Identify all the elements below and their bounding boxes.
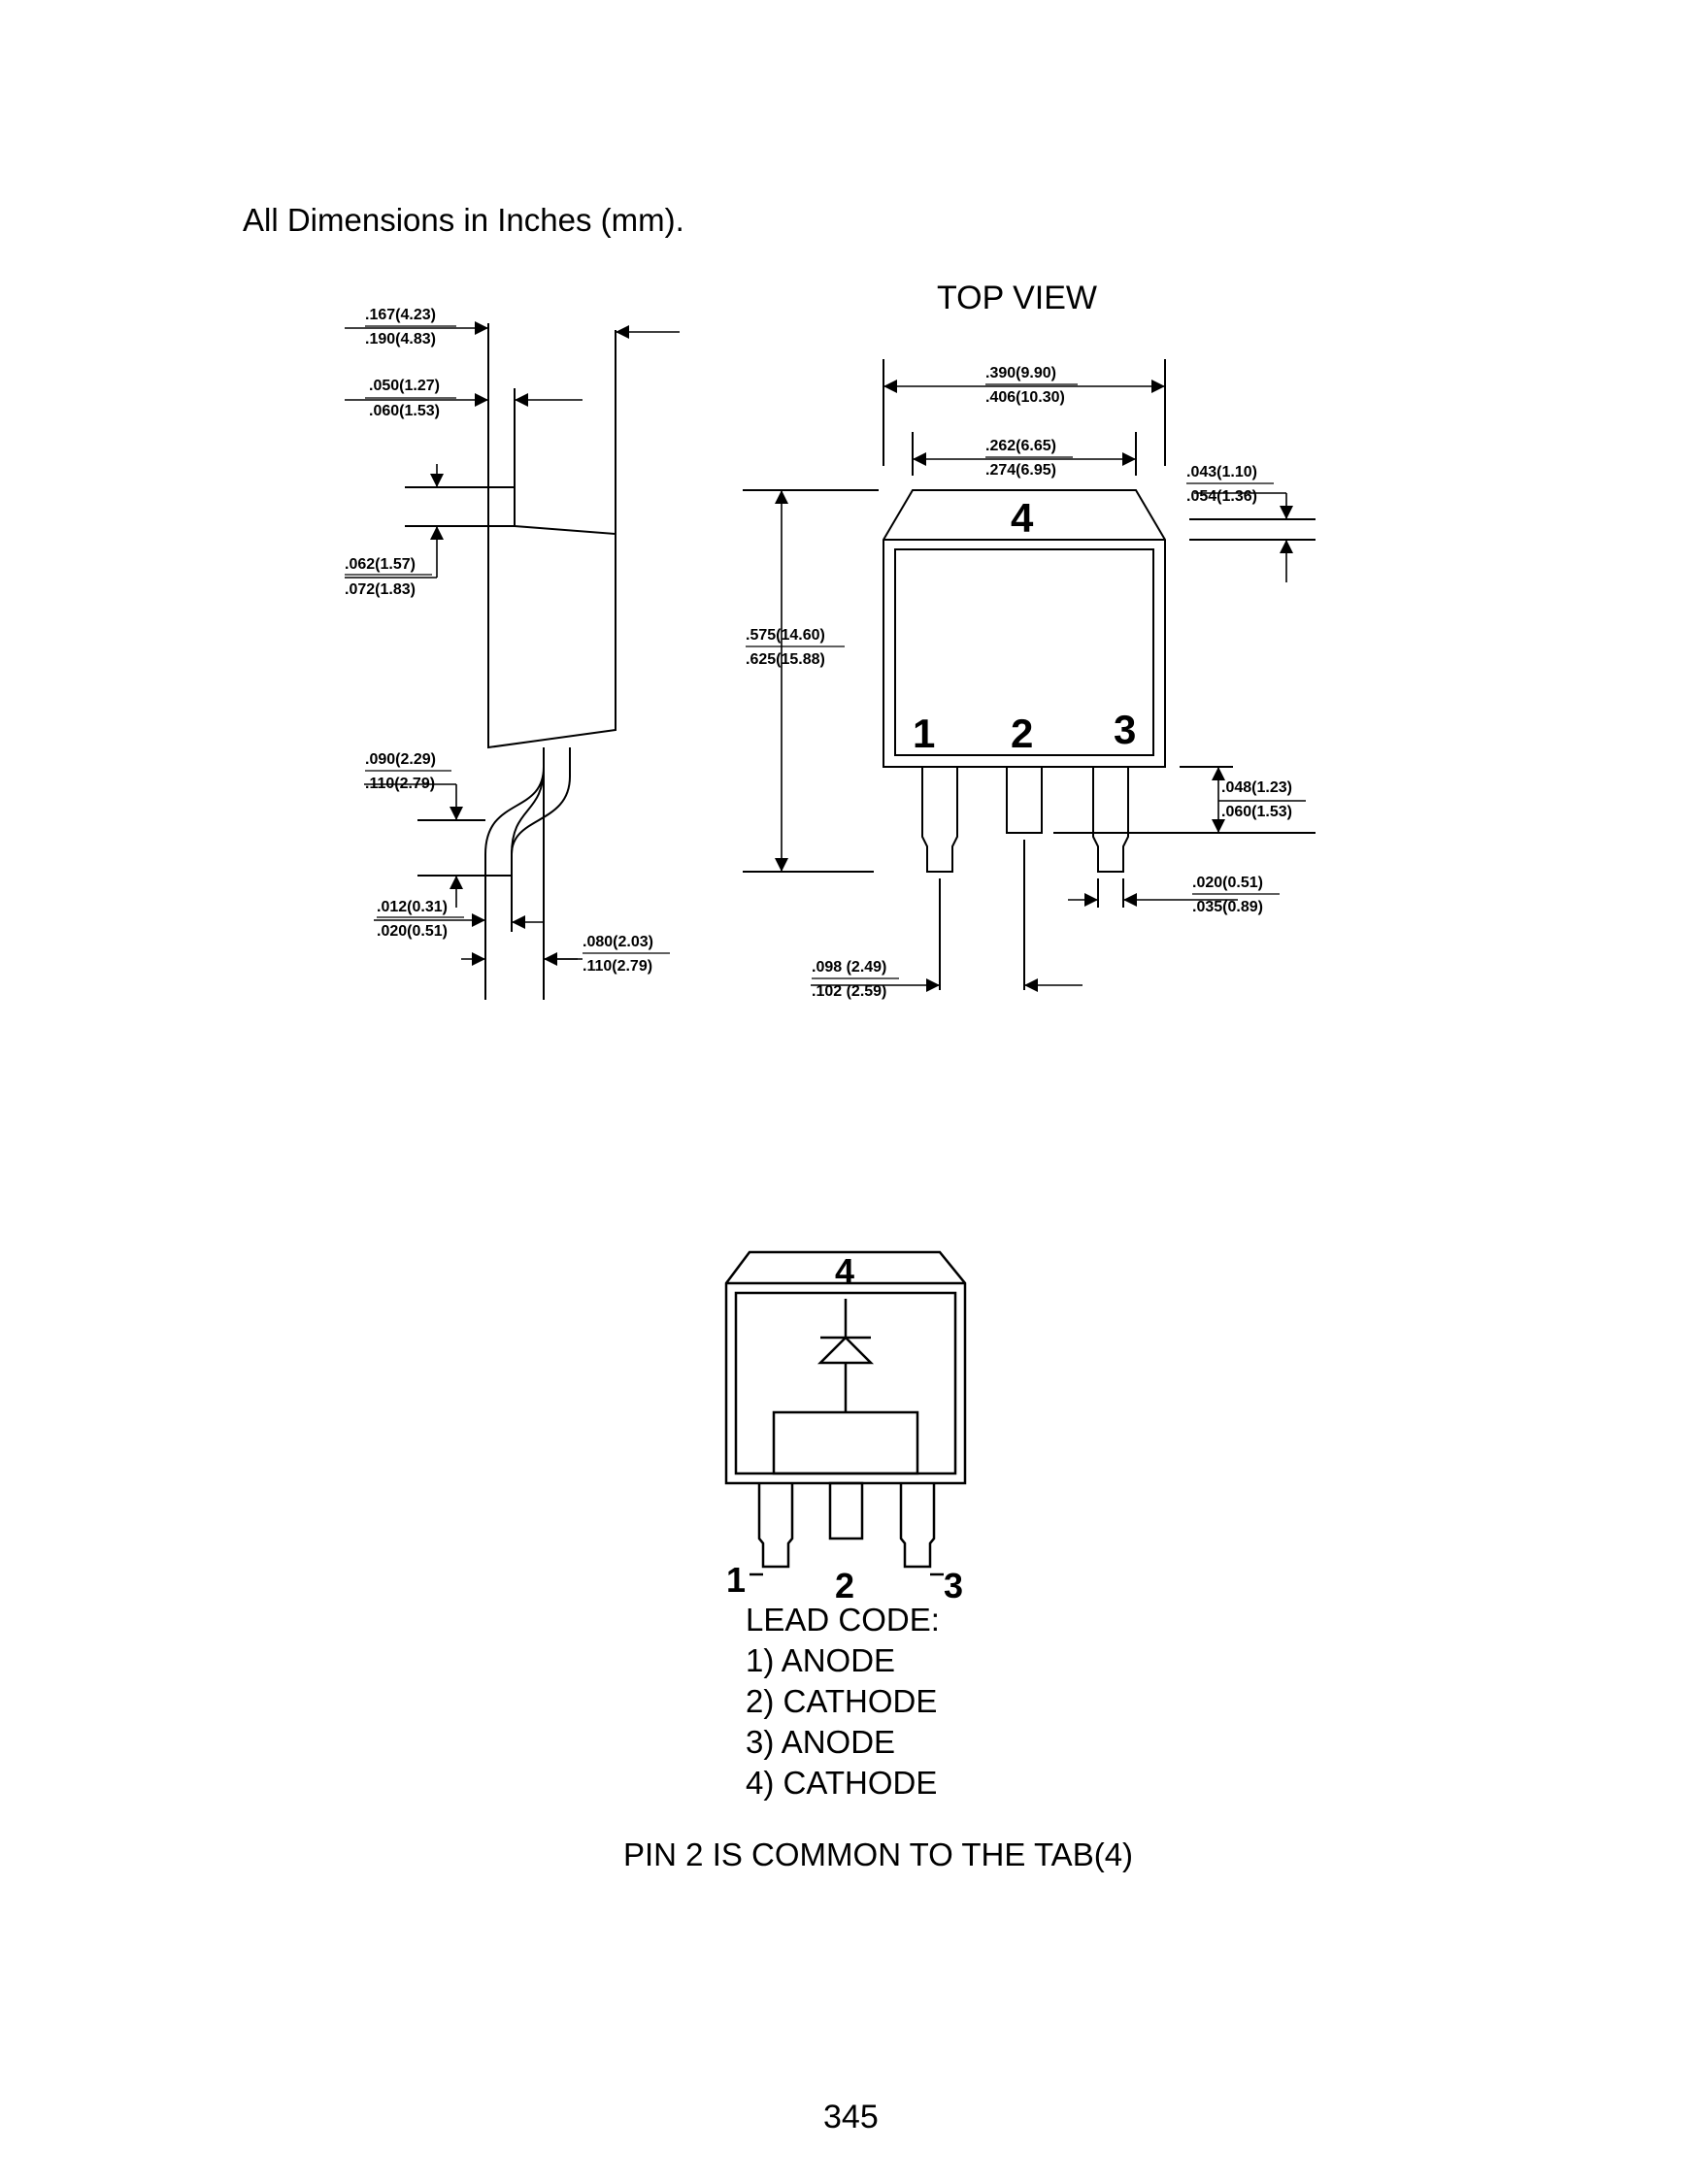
dim-overall-length-max: .625(15.88) <box>746 651 825 668</box>
dim-lead-offset-max: .110(2.79) <box>365 776 435 792</box>
side-body <box>487 525 616 749</box>
top-view <box>743 359 1316 990</box>
top-pin-label-1: 1 <box>913 711 935 756</box>
dim-lead-width-min: .020(0.51) <box>1192 875 1263 891</box>
dim-tab-chamfer-max: .054(1.36) <box>1186 488 1257 505</box>
schematic-pin-label-1: 1 <box>726 1560 746 1600</box>
dim-lead-thickness-max: .020(0.51) <box>377 923 448 940</box>
dim-lead-width-max: .035(0.89) <box>1192 899 1263 915</box>
schematic <box>724 1250 967 1576</box>
top-body-inner <box>894 548 1154 756</box>
lead-code-item-1: 1) ANODE <box>746 1642 896 1678</box>
schematic-pin-label-3: 3 <box>944 1566 963 1605</box>
top-lead-3 <box>1092 767 1129 873</box>
side-lead-outer <box>511 747 571 855</box>
dim-lead-foot-max: .110(2.79) <box>583 958 652 975</box>
dim-tab-step-min: .062(1.57) <box>345 556 416 573</box>
top-view-title: TOP VIEW <box>937 280 1098 316</box>
dim-body-width-max: .406(10.30) <box>985 389 1065 406</box>
dim-tab-step-max: .072(1.83) <box>345 581 416 598</box>
dim-body-width-min: .390(9.90) <box>985 365 1056 381</box>
lead-code-item-4: 4) CATHODE <box>746 1765 938 1801</box>
dim-overall-thickness-min: .167(4.23) <box>365 307 436 323</box>
lead-code-item-3: 3) ANODE <box>746 1724 896 1760</box>
dim-lead-offset-min: .090(2.29) <box>365 751 436 768</box>
schematic-lead-1 <box>757 1483 794 1569</box>
schematic-die <box>772 1410 919 1475</box>
dim-lead-pitch-min: .098 (2.49) <box>812 959 886 976</box>
schematic-lead-3 <box>899 1483 936 1569</box>
dim-tab-thickness-min: .050(1.27) <box>369 378 440 394</box>
schematic-tab-label: 4 <box>835 1251 854 1291</box>
top-view-dimensions: .390(9.90) .406(10.30) .262(6.65) .274(6… <box>746 365 1292 1000</box>
dim-lead-foot-min: .080(2.03) <box>583 934 653 950</box>
top-pin-label-2: 2 <box>1011 711 1033 756</box>
units-note: All Dimensions in Inches (mm). <box>243 202 684 238</box>
schematic-pin-label-2: 2 <box>835 1566 854 1605</box>
dim-tab-width-min: .262(6.65) <box>985 438 1056 454</box>
side-lead-inner <box>484 747 545 877</box>
dim-lead-pitch-max: .102 (2.59) <box>812 983 886 1000</box>
top-lead-2 <box>1006 766 1043 834</box>
lead-code-item-2: 2) CATHODE <box>746 1683 938 1719</box>
dim-tab-thickness-max: .060(1.53) <box>369 403 440 419</box>
dim-tab-chamfer-min: .043(1.10) <box>1186 464 1257 480</box>
page-number: 345 <box>823 2099 879 2135</box>
common-tab-note: PIN 2 IS COMMON TO THE TAB(4) <box>623 1837 1134 1872</box>
top-pin-label-3: 3 <box>1114 707 1136 752</box>
dim-lead-shoulder-min: .048(1.23) <box>1221 779 1292 796</box>
side-tab <box>487 486 516 527</box>
schematic-lead-2 <box>828 1481 864 1540</box>
top-tab-label: 4 <box>1011 495 1034 541</box>
dim-tab-width-max: .274(6.95) <box>985 462 1056 479</box>
dim-lead-shoulder-max: .060(1.53) <box>1221 804 1292 820</box>
lead-code-block: LEAD CODE: 1) ANODE 2) CATHODE 3) ANODE … <box>746 1600 940 1803</box>
dim-overall-length-min: .575(14.60) <box>746 627 825 644</box>
dim-lead-thickness-min: .012(0.31) <box>377 899 448 915</box>
top-lead-1 <box>921 767 958 873</box>
lead-code-title: LEAD CODE: <box>746 1602 940 1638</box>
dim-overall-thickness-max: .190(4.83) <box>365 331 436 347</box>
side-view-dimensions: .167(4.23) .190(4.83) .050(1.27) .060(1.… <box>345 307 670 975</box>
diode-icon <box>816 1299 875 1412</box>
